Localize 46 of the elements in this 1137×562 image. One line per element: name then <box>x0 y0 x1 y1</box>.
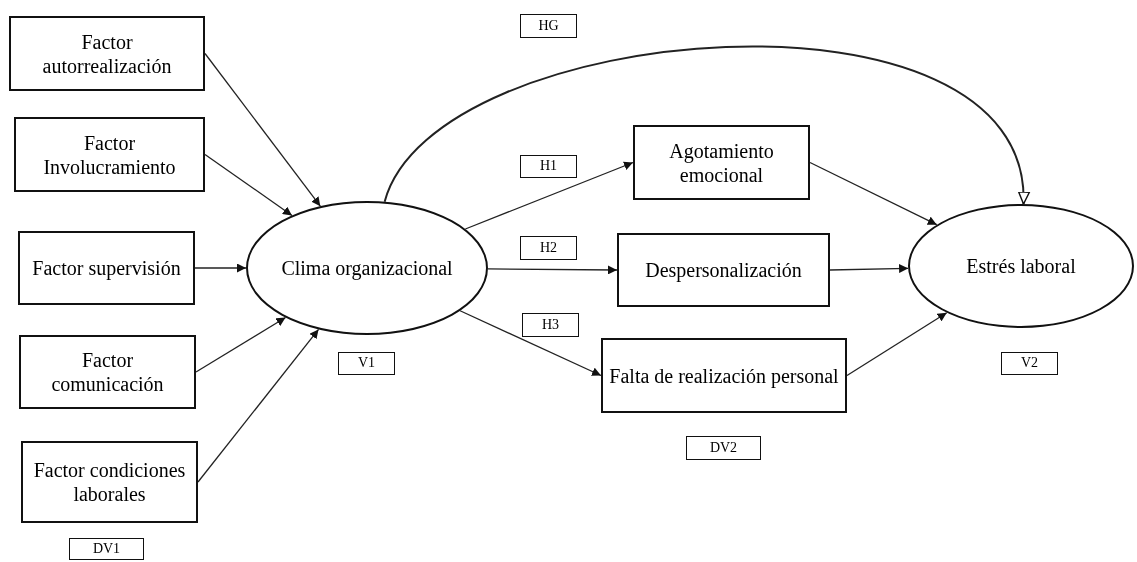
node-text: V1 <box>357 355 376 372</box>
arrow <box>464 161 634 230</box>
node-text: Despersonalización <box>645 258 802 282</box>
arrow <box>204 153 293 217</box>
tag-box <box>520 236 577 260</box>
node-text: DV1 <box>92 540 121 558</box>
arrow <box>846 312 948 377</box>
node-text: Factor supervisión <box>32 256 181 280</box>
arrow <box>487 265 618 275</box>
node-text: H3 <box>541 316 560 334</box>
arrow <box>459 310 602 377</box>
factor-box <box>617 233 830 307</box>
arrow <box>195 316 287 373</box>
node-text: Factor Involucramiento <box>42 130 177 179</box>
node-text: H1 <box>539 158 558 175</box>
arrow <box>829 264 909 274</box>
factor-box <box>9 16 205 91</box>
factor-box <box>633 125 810 200</box>
tag-box <box>520 155 577 178</box>
node-text: Falta de realización personal <box>609 363 839 388</box>
node-text: Factor autorrealización <box>41 29 173 78</box>
node-text: Agotamiento emocional <box>668 138 775 187</box>
node-text: Factor comunicación <box>50 348 165 396</box>
factor-box <box>601 338 847 413</box>
node-text: Factor condiciones laborales <box>32 458 187 506</box>
tag-box <box>69 538 144 560</box>
node-text: HG <box>538 17 559 35</box>
tag-box <box>522 313 579 337</box>
factor-box <box>21 441 198 523</box>
arrow <box>383 45 1028 205</box>
tag-box <box>338 352 395 375</box>
tag-box <box>686 436 761 460</box>
tag-box <box>1001 352 1058 375</box>
node-text: DV2 <box>709 439 738 457</box>
tag-box <box>520 14 577 38</box>
factor-box <box>14 117 205 192</box>
factor-box <box>18 231 195 305</box>
arrow <box>809 161 938 226</box>
arrow <box>194 263 247 273</box>
node-text: V2 <box>1020 355 1039 372</box>
arrow <box>204 52 321 207</box>
node-text: Clima organizacional <box>281 256 453 280</box>
arrow <box>197 328 320 483</box>
node-text: H2 <box>539 239 558 257</box>
factor-box <box>19 335 196 409</box>
node-text: Estrés laboral <box>966 254 1076 278</box>
